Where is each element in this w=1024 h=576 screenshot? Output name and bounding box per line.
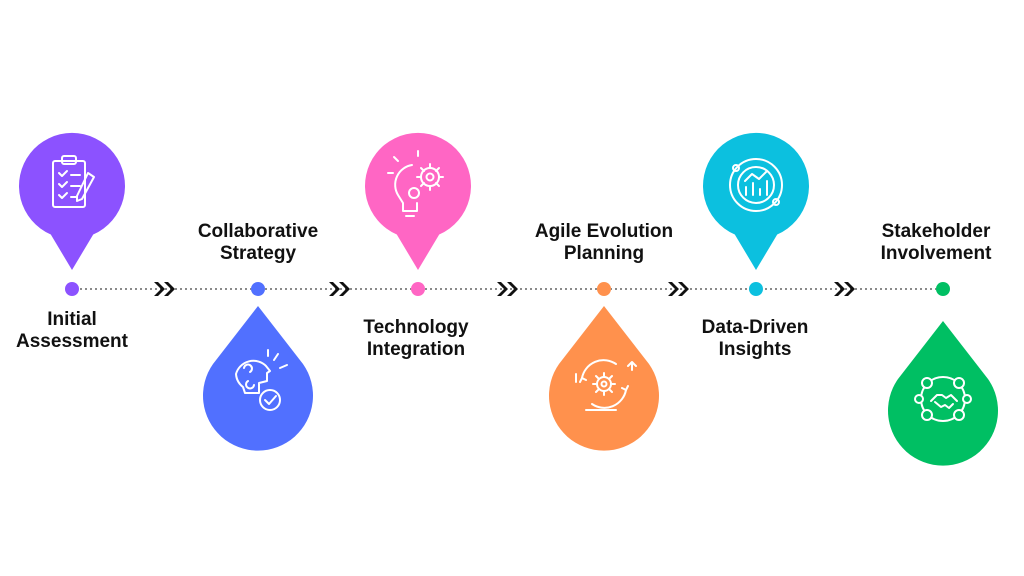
step-3-label-line1: Technology	[363, 317, 469, 338]
timeline-dot	[597, 282, 611, 296]
step-5-pin	[703, 132, 809, 270]
step-4-drop	[549, 306, 659, 451]
step-2-drop	[203, 306, 313, 451]
step-6-label: Stakeholder Involvement	[836, 221, 1024, 265]
double-chevron-right-icon	[834, 282, 855, 296]
double-chevron-right-icon	[329, 282, 350, 296]
step-6-label-line2: Involvement	[880, 243, 992, 264]
map-pin-shape	[19, 132, 125, 270]
timeline-dot	[936, 282, 950, 296]
step-4-label: Agile Evolution Planning	[504, 221, 704, 265]
step-5-label-line1: Data-Driven	[701, 317, 809, 338]
clipboard-checklist-icon	[52, 155, 95, 208]
gear-cycle-arrows-icon	[575, 359, 637, 411]
step-1-label-line2: Assessment	[16, 331, 128, 352]
step-5-label: Data-Driven Insights	[655, 317, 855, 361]
step-1-pin	[19, 132, 125, 270]
step-1-label-line1: Initial	[47, 309, 97, 330]
step-4-label-line1: Agile Evolution	[534, 221, 674, 242]
droplet-shape	[888, 321, 998, 466]
step-5-label-line2: Insights	[718, 339, 792, 360]
double-chevron-right-icon	[154, 282, 175, 296]
handshake-network-icon	[914, 376, 972, 422]
lightbulb-gear-icon	[387, 150, 444, 217]
step-4-label-line2: Planning	[563, 243, 645, 264]
droplet-shape	[549, 306, 659, 451]
map-pin-shape	[703, 132, 809, 270]
droplet-shape	[203, 306, 313, 451]
step-2-label: Collaborative Strategy	[158, 221, 358, 265]
step-2-label-line1: Collaborative	[197, 221, 319, 242]
step-3-label-line2: Integration	[366, 339, 466, 360]
map-pin-shape	[365, 132, 471, 270]
timeline-dot	[749, 282, 763, 296]
timeline-dot	[411, 282, 425, 296]
analytics-chart-icon	[729, 158, 783, 212]
step-2-label-line2: Strategy	[219, 243, 297, 264]
timeline-dot	[65, 282, 79, 296]
step-3-pin	[365, 132, 471, 270]
timeline-dot	[251, 282, 265, 296]
step-3-label: Technology Integration	[316, 317, 516, 361]
double-chevron-right-icon	[668, 282, 689, 296]
step-6-drop	[888, 321, 998, 466]
double-chevron-right-icon	[497, 282, 518, 296]
puzzle-head-check-icon	[235, 349, 288, 411]
step-1-label: Initial Assessment	[0, 309, 172, 353]
step-6-label-line1: Stakeholder	[881, 221, 991, 242]
